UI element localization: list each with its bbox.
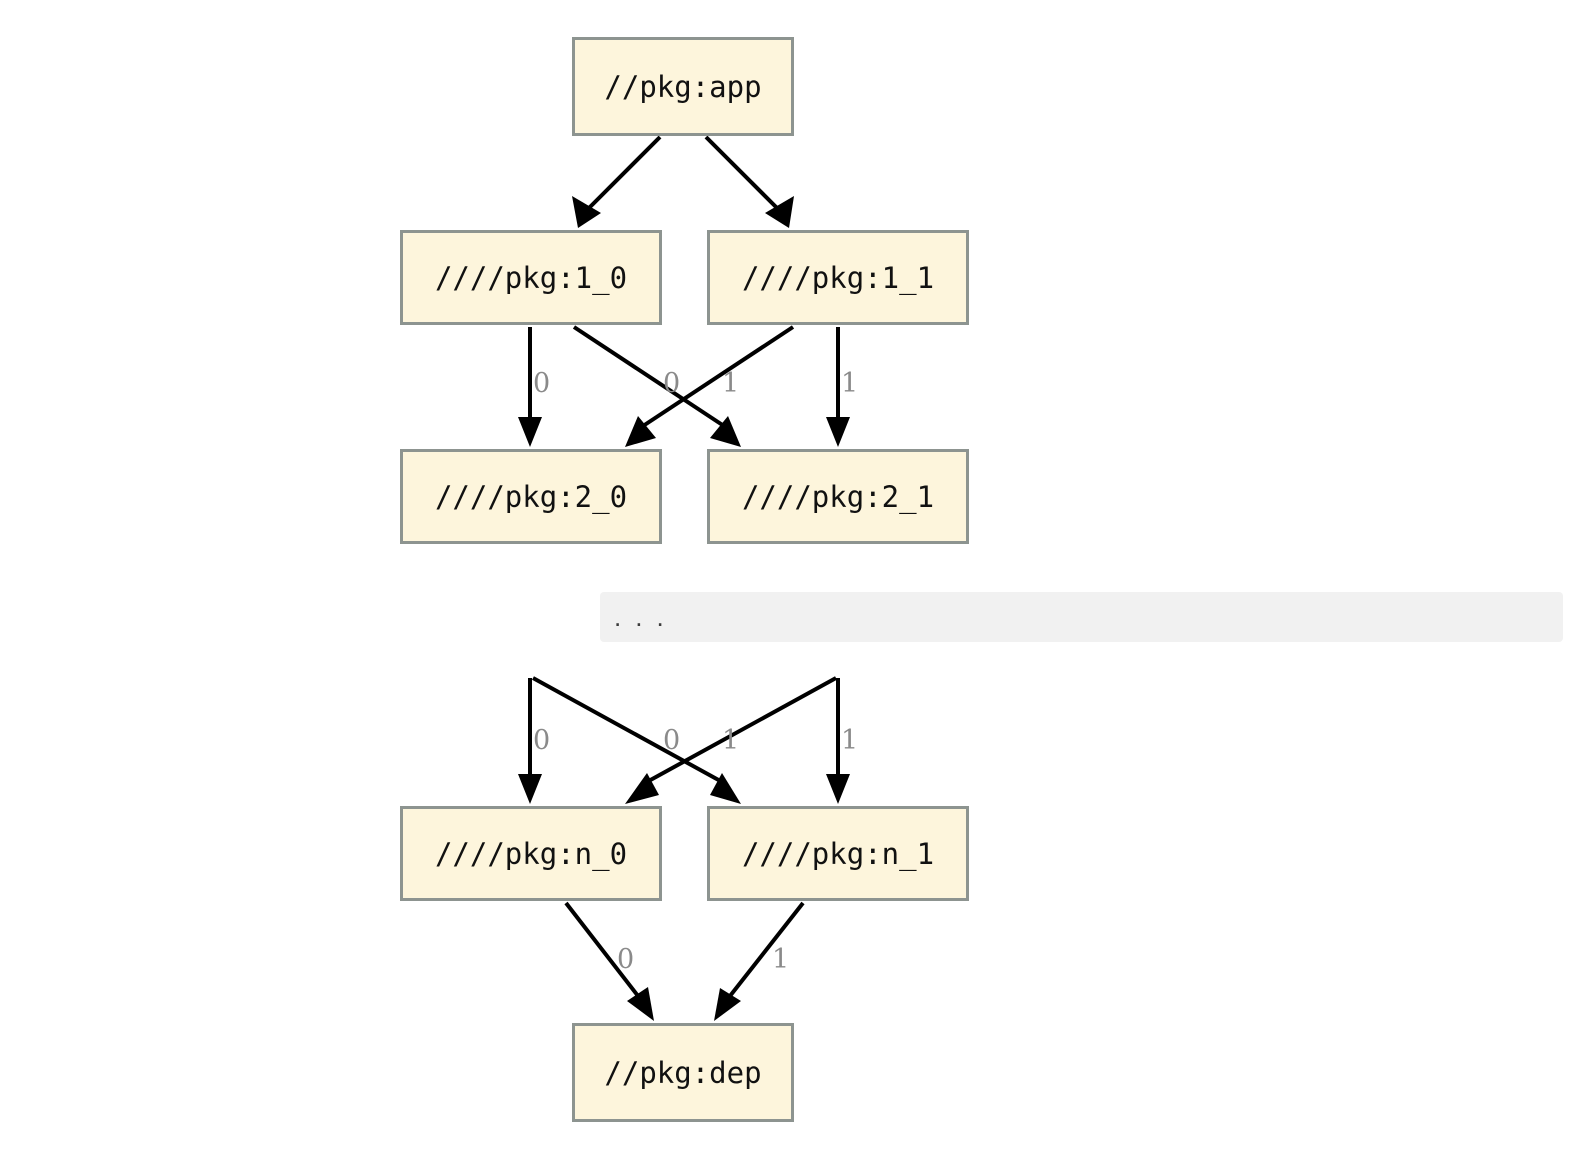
edge-dangling-to-n_0 <box>518 678 542 804</box>
node-label: ////pkg:n_0 <box>434 836 628 871</box>
node-pkg-2_1[interactable]: ////pkg:2_1 <box>707 449 969 544</box>
node-pkg-1_1[interactable]: ////pkg:1_1 <box>707 230 969 325</box>
edge-label-dangling-cross-n_1: 1 <box>722 725 739 756</box>
node-pkg-app[interactable]: //pkg:app <box>572 37 794 136</box>
node-label: ////pkg:1_0 <box>434 260 628 295</box>
edge-dangling-to-n_1 <box>826 678 850 804</box>
node-pkg-dep[interactable]: //pkg:dep <box>572 1023 794 1122</box>
node-label: ////pkg:2_1 <box>741 479 935 514</box>
edge-1_0-to-2_0 <box>518 327 542 447</box>
node-label: ////pkg:n_1 <box>741 836 935 871</box>
edge-n_1-to-dep <box>714 901 805 1021</box>
node-pkg-n_0[interactable]: ////pkg:n_0 <box>400 806 662 901</box>
ellipsis-separator: ... <box>600 592 1563 642</box>
edge-label-1_1-to-2_1: 1 <box>841 368 858 399</box>
edge-label-dangling-to-n_0: 0 <box>533 725 550 756</box>
node-label: ////pkg:1_1 <box>741 260 935 295</box>
edge-dangling-cross-n_0 <box>625 676 837 804</box>
node-pkg-n_1[interactable]: ////pkg:n_1 <box>707 806 969 901</box>
edge-label-n_1-to-dep: 1 <box>772 944 789 975</box>
edge-label-1_0-to-2_1: 1 <box>722 368 739 399</box>
edge-dangling-cross-n_1 <box>532 676 741 804</box>
edge-label-dangling-to-n_1: 1 <box>841 725 858 756</box>
node-pkg-1_0[interactable]: ////pkg:1_0 <box>400 230 662 325</box>
node-label: //pkg:dep <box>604 1055 762 1090</box>
node-label: ////pkg:2_0 <box>434 479 628 514</box>
edge-app-to-1_1 <box>704 135 794 228</box>
edge-label-n_0-to-dep: 0 <box>617 944 634 975</box>
edge-1_0-to-2_1 <box>572 325 741 447</box>
edge-1_1-to-2_0 <box>625 325 795 447</box>
node-label: //pkg:app <box>604 69 762 104</box>
edge-n_0-to-dep <box>564 901 654 1021</box>
node-pkg-2_0[interactable]: ////pkg:2_0 <box>400 449 662 544</box>
edge-1_1-to-2_1 <box>826 327 850 447</box>
edge-label-1_1-to-2_0: 0 <box>663 368 680 399</box>
edge-label-dangling-cross-n_0: 0 <box>663 725 680 756</box>
edge-app-to-1_0 <box>572 135 662 228</box>
edge-label-1_0-to-2_0: 0 <box>533 368 550 399</box>
ellipsis-text: ... <box>614 602 678 632</box>
